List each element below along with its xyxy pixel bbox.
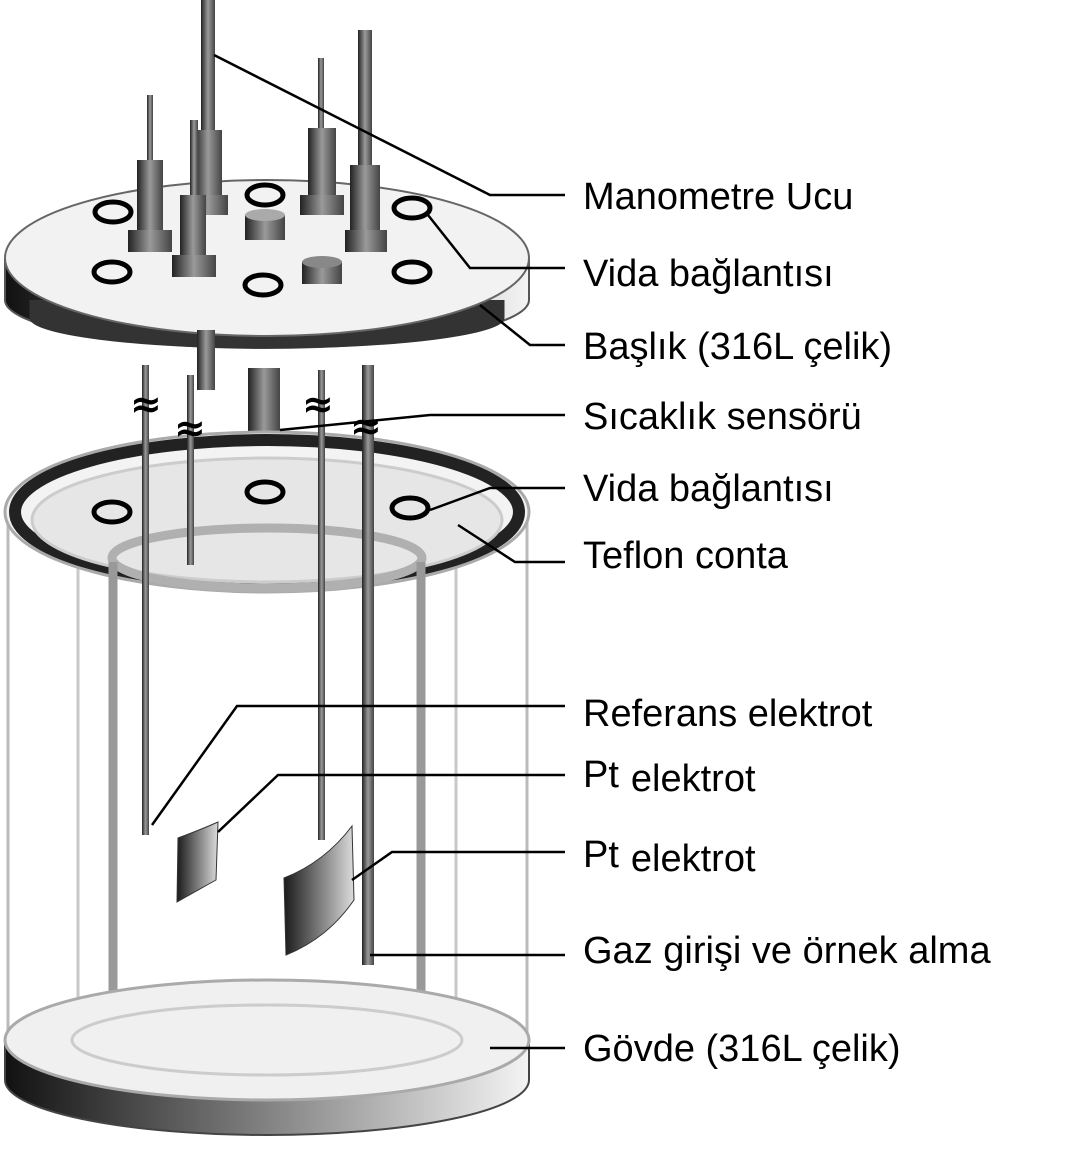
head-screw-holes [91, 182, 433, 298]
label-pt-1-prefix: Pt [583, 754, 619, 796]
body-top-rim [3, 430, 531, 594]
label-pt-2-suffix: elektrot [630, 838, 756, 880]
electrode-wires [142, 365, 374, 965]
label-govde: Gövde (316L çelik) [583, 1028, 901, 1070]
pt-electrodes [176, 821, 355, 956]
label-baslik: Başlık (316L çelik) [583, 326, 893, 368]
rim-screw-holes [91, 479, 431, 525]
label-pt-1-suffix: elektrot [630, 758, 756, 800]
label-manometre: Manometre Ucu [583, 176, 854, 218]
label-vida-top: Vida bağlantısı [583, 253, 834, 295]
break-symbol: ≈ [174, 406, 206, 450]
label-pt-2-prefix: Pt [583, 834, 619, 876]
label-referans: Referans elektrot [583, 693, 873, 735]
label-pt-electrode-1: Pt elektrot [583, 756, 756, 800]
break-symbol: ≈ [302, 382, 334, 426]
head-underside-rods [197, 330, 280, 441]
label-pt-electrode-2: Pt elektrot [583, 836, 756, 880]
break-symbol: ≈ [130, 382, 162, 426]
label-teflon: Teflon conta [583, 535, 788, 577]
body-outer-shell [6, 520, 529, 1070]
break-symbols: ≈ ≈ ≈ ≈ [130, 382, 382, 450]
head-cap [4, 179, 530, 349]
body-bottom [3, 978, 531, 1136]
head-center-plugs [245, 209, 342, 284]
leader-lines [150, 53, 565, 1050]
label-vida-bottom: Vida bağlantısı [583, 468, 834, 510]
head-fittings [128, 0, 387, 277]
break-symbol: ≈ [350, 404, 382, 448]
label-sensor: Sıcaklık sensörü [583, 396, 862, 438]
label-gaz: Gaz girişi ve örnek alma [583, 930, 991, 972]
